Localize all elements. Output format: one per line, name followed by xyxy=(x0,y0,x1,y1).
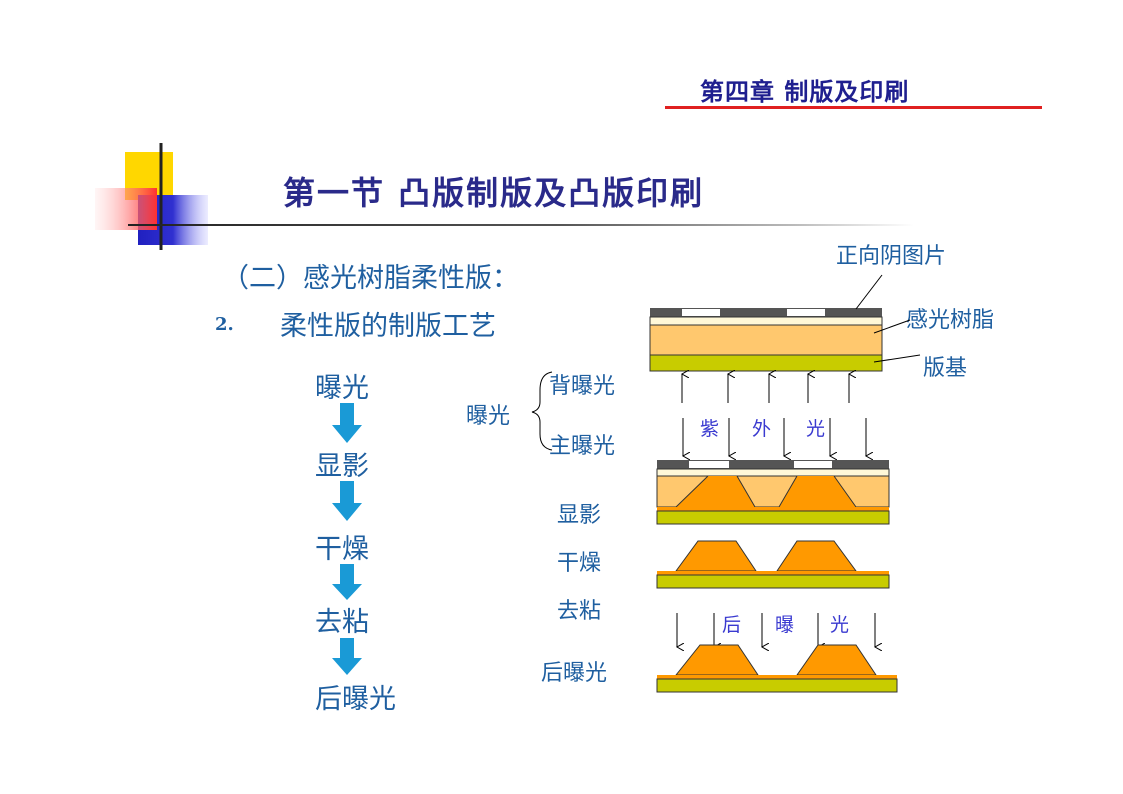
label-stage-detack: 去粘 xyxy=(557,599,602,624)
label-stage-post-exposure: 后曝光 xyxy=(541,661,608,686)
uv-char-3: 光 xyxy=(806,418,826,440)
label-back-exposure: 背曝光 xyxy=(549,374,616,399)
label-main-exposure: 主曝光 xyxy=(549,434,616,459)
flow-step-dry: 干燥 xyxy=(315,534,369,565)
flow-step-exposure: 曝光 xyxy=(315,373,369,404)
label-stage-develop: 显影 xyxy=(557,503,602,528)
back-exposure-arrows xyxy=(682,374,849,403)
leader-negative xyxy=(855,274,883,310)
post-char-1: 后 xyxy=(722,614,742,636)
stage2-plate xyxy=(656,460,890,525)
chapter-heading: 第四章 制版及印刷 xyxy=(700,78,910,106)
flow-arrow-3 xyxy=(332,564,362,600)
item-heading: 柔性版的制版工艺 xyxy=(280,311,496,342)
post-char-2: 曝 xyxy=(775,614,795,636)
chapter-underline xyxy=(665,106,1042,109)
flow-step-post-exposure: 后曝光 xyxy=(315,684,396,715)
flow-arrow-2 xyxy=(332,481,362,521)
section-subtitle: （二）感光树脂柔性版： xyxy=(222,263,519,294)
slide-title: 第一节 凸版制版及凸版印刷 xyxy=(283,174,705,212)
stage4-plate xyxy=(656,644,898,693)
label-stage-dry: 干燥 xyxy=(557,551,602,576)
flow-step-develop: 显影 xyxy=(315,451,369,482)
decor-logo xyxy=(95,143,208,250)
label-photopolymer: 感光树脂 xyxy=(906,308,995,333)
flow-arrow-4 xyxy=(332,638,362,675)
label-base: 版基 xyxy=(923,356,968,381)
post-char-3: 光 xyxy=(830,614,850,636)
item-number: 2. xyxy=(215,314,234,335)
uv-char-2: 外 xyxy=(752,418,772,440)
leader-base xyxy=(873,354,921,363)
flow-step-detack: 去粘 xyxy=(315,607,369,638)
label-exposure: 曝光 xyxy=(466,404,511,429)
stage3-plate xyxy=(656,540,890,589)
label-negative-film: 正向阴图片 xyxy=(836,244,947,269)
leader-resin xyxy=(873,319,911,334)
title-underline xyxy=(128,224,914,226)
red-square xyxy=(95,188,157,230)
flow-arrow-1 xyxy=(332,403,362,443)
stage1-plate xyxy=(649,308,883,372)
uv-char-1: 紫 xyxy=(700,418,720,440)
